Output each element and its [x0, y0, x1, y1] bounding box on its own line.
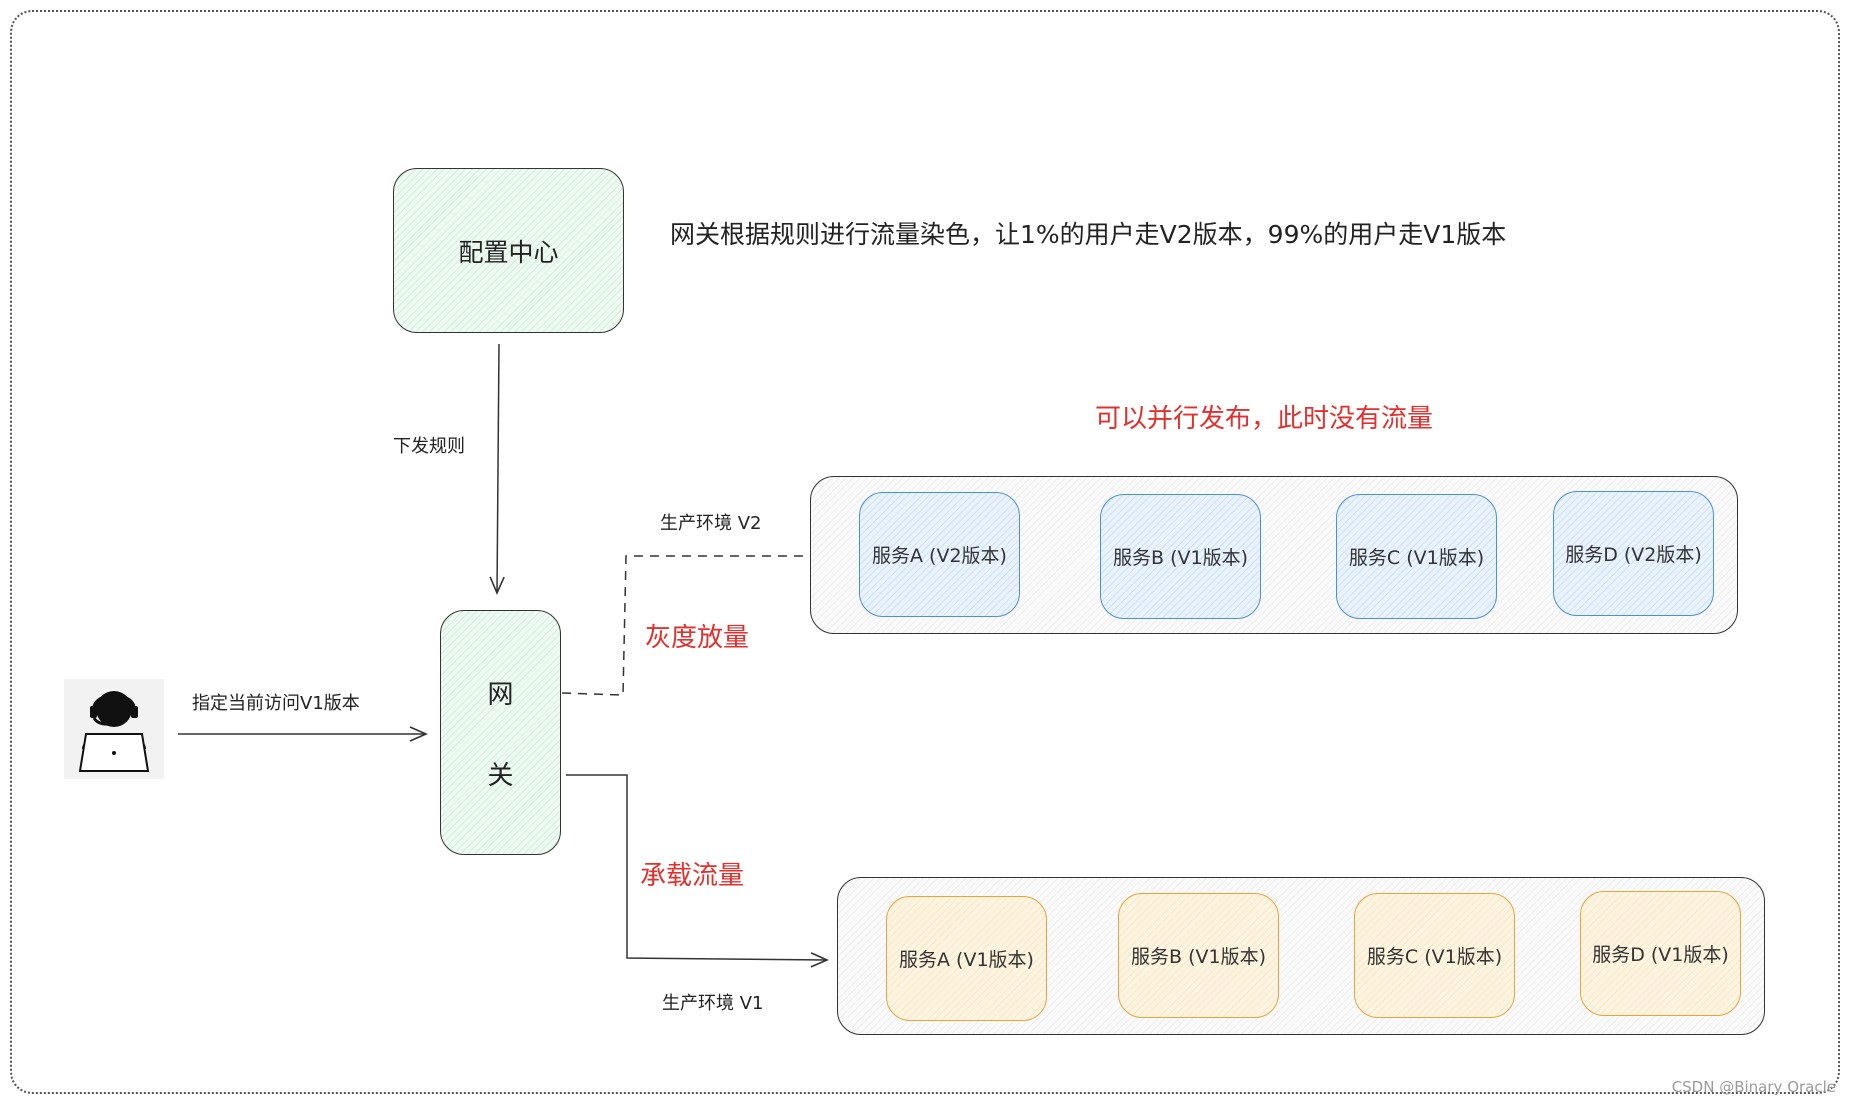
service-c-label: 服务C (V1版本): [1366, 946, 1503, 968]
service-b-v2-env-box: 服务B (V1版本): [1100, 494, 1261, 619]
carry-traffic-arrow: [566, 774, 829, 968]
gray-release-arrow: [561, 548, 854, 696]
service-c-v1-box: 服务C (V1版本): [1354, 893, 1515, 1018]
carry-traffic-label: 承载流量: [640, 861, 745, 891]
gateway-box: 网 关: [440, 610, 561, 855]
service-b-label: 服务B (V1版本): [1131, 946, 1266, 968]
description-text: 网关根据规则进行流量染色，让1%的用户走V2版本，99%的用户走V1版本: [670, 220, 1507, 249]
service-d-label: 服务D (V1版本): [1592, 944, 1729, 966]
service-b-label: 服务B (V1版本): [1113, 547, 1248, 569]
gray-release-label: 灰度放量: [645, 623, 750, 653]
service-b-v1-box: 服务B (V1版本): [1118, 893, 1279, 1018]
gateway-label-char2: 关: [487, 760, 514, 791]
env-v2-label: 生产环境 V2: [660, 513, 762, 534]
user-headset-laptop-icon: [64, 679, 164, 779]
service-a-v2-box: 服务A (V2版本): [859, 492, 1020, 617]
env-v1-label: 生产环境 V1: [662, 993, 764, 1014]
config-center-label: 配置中心: [458, 237, 559, 267]
outer-frame: [10, 10, 1840, 1094]
service-a-v1-box: 服务A (V1版本): [886, 896, 1047, 1021]
config-center-box: 配置中心: [393, 168, 624, 333]
service-c-v2-env-box: 服务C (V1版本): [1336, 494, 1497, 619]
service-d-label: 服务D (V2版本): [1565, 544, 1702, 566]
dispatch-rule-label: 下发规则: [393, 436, 465, 457]
watermark: CSDN @Binary Oracle: [1671, 1078, 1836, 1096]
service-d-v1-box: 服务D (V1版本): [1580, 891, 1741, 1016]
user-request-label: 指定当前访问V1版本: [192, 693, 360, 714]
gateway-label-char1: 网: [487, 679, 514, 710]
service-a-label: 服务A (V2版本): [872, 545, 1007, 567]
service-a-label: 服务A (V1版本): [899, 949, 1034, 971]
service-c-label: 服务C (V1版本): [1348, 547, 1485, 569]
parallel-release-note: 可以并行发布，此时没有流量: [1095, 404, 1434, 434]
service-d-v2-box: 服务D (V2版本): [1553, 491, 1714, 616]
rule-dispatch-arrow: [489, 343, 505, 595]
